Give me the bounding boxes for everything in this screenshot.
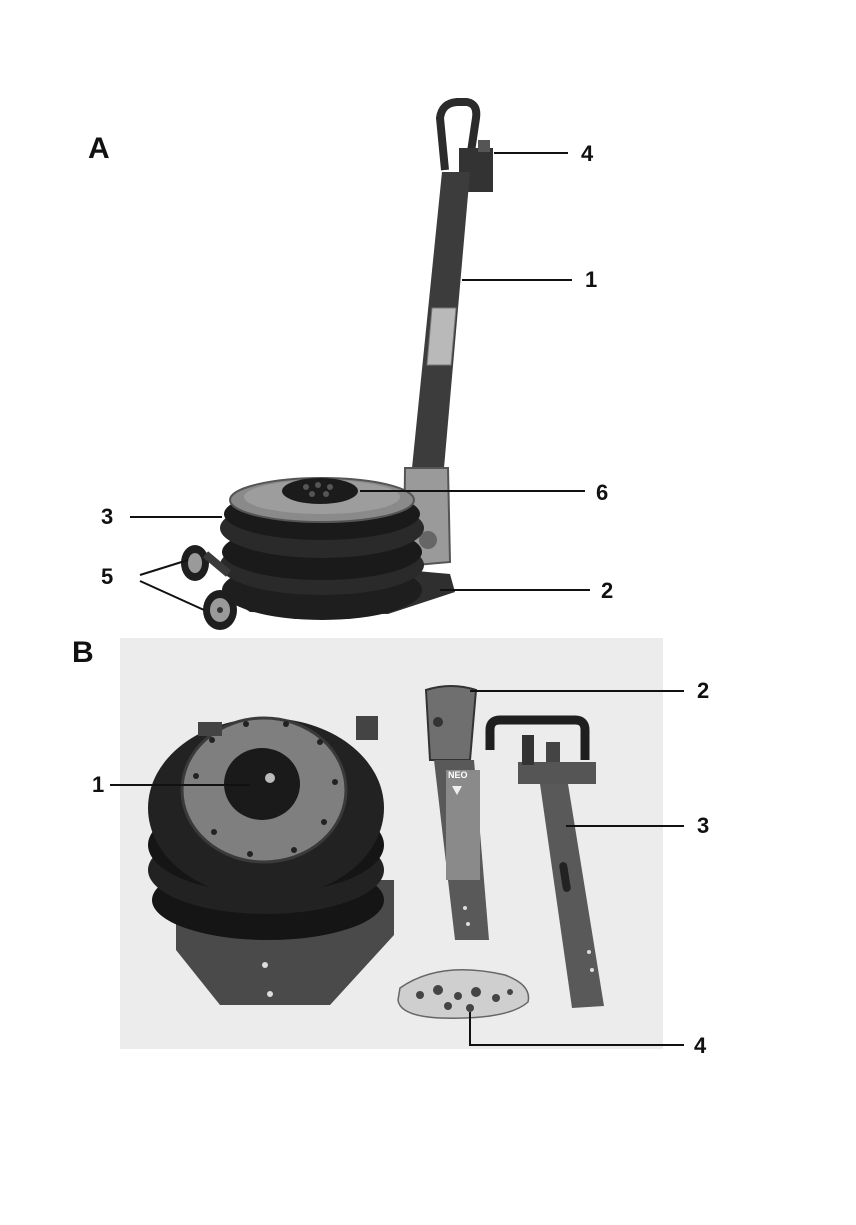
callout-b-3: 3 xyxy=(697,815,709,837)
wheel-upper xyxy=(181,545,209,581)
wheel-lower xyxy=(203,590,237,630)
callout-a-4: 4 xyxy=(581,143,593,165)
hardware-bag xyxy=(398,970,529,1018)
callout-a-5: 5 xyxy=(101,566,113,588)
figure-b-parts: NEO xyxy=(148,686,604,1018)
brand-sticker: NEO xyxy=(448,770,468,780)
handle-clamp xyxy=(427,308,456,365)
callout-b-1: 1 xyxy=(92,774,104,796)
callout-a-2: 2 xyxy=(601,580,613,602)
figure-a-jack xyxy=(181,102,493,630)
callout-b-2: 2 xyxy=(697,680,709,702)
upper-handle xyxy=(490,720,604,1008)
callout-a-3: 3 xyxy=(101,506,113,528)
callout-a-1: 1 xyxy=(585,269,597,291)
rubber-pad xyxy=(282,478,358,504)
lower-handle: NEO xyxy=(426,686,489,940)
callout-a-6: 6 xyxy=(596,482,608,504)
callout-b-4: 4 xyxy=(694,1035,706,1057)
